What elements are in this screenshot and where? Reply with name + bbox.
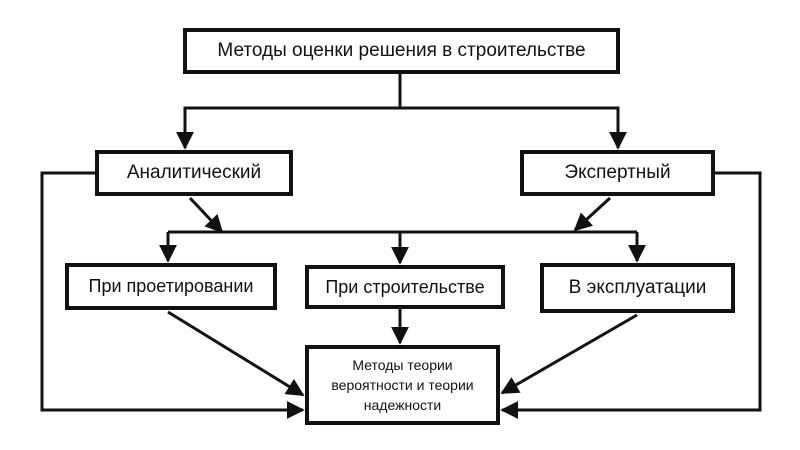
edge-root-expert [400, 106, 627, 150]
node-methods: Методы теории вероятности и теории надеж… [305, 345, 500, 425]
node-operation-label: В эксплуатации [568, 277, 707, 298]
node-design: При проетировании [65, 263, 277, 310]
node-root: Методы оценки решения в строительстве [183, 28, 620, 74]
node-construction-label: При строительстве [325, 276, 485, 297]
edge-analytic-bus [188, 196, 224, 234]
node-methods-label: Методы теории вероятности и теории надеж… [331, 357, 474, 413]
edge-expert-methods-bypass [500, 171, 762, 419]
edge-design-methods [167, 310, 305, 397]
node-operation: В эксплуатации [540, 263, 735, 313]
node-construction: При строительстве [305, 265, 505, 309]
node-expert-label: Экспертный [564, 162, 671, 183]
edge-operation-methods [500, 313, 638, 395]
edge-expert-bus [573, 196, 612, 232]
node-root-label: Методы оценки решения в строительстве [217, 40, 586, 61]
edge-root-analytic [176, 74, 402, 150]
node-analytic-label: Аналитический [126, 162, 262, 183]
node-expert: Экспертный [520, 150, 715, 196]
node-design-label: При проетировании [88, 276, 254, 296]
node-analytic: Аналитический [95, 150, 293, 196]
edge-analytic-methods-bypass [40, 171, 305, 419]
